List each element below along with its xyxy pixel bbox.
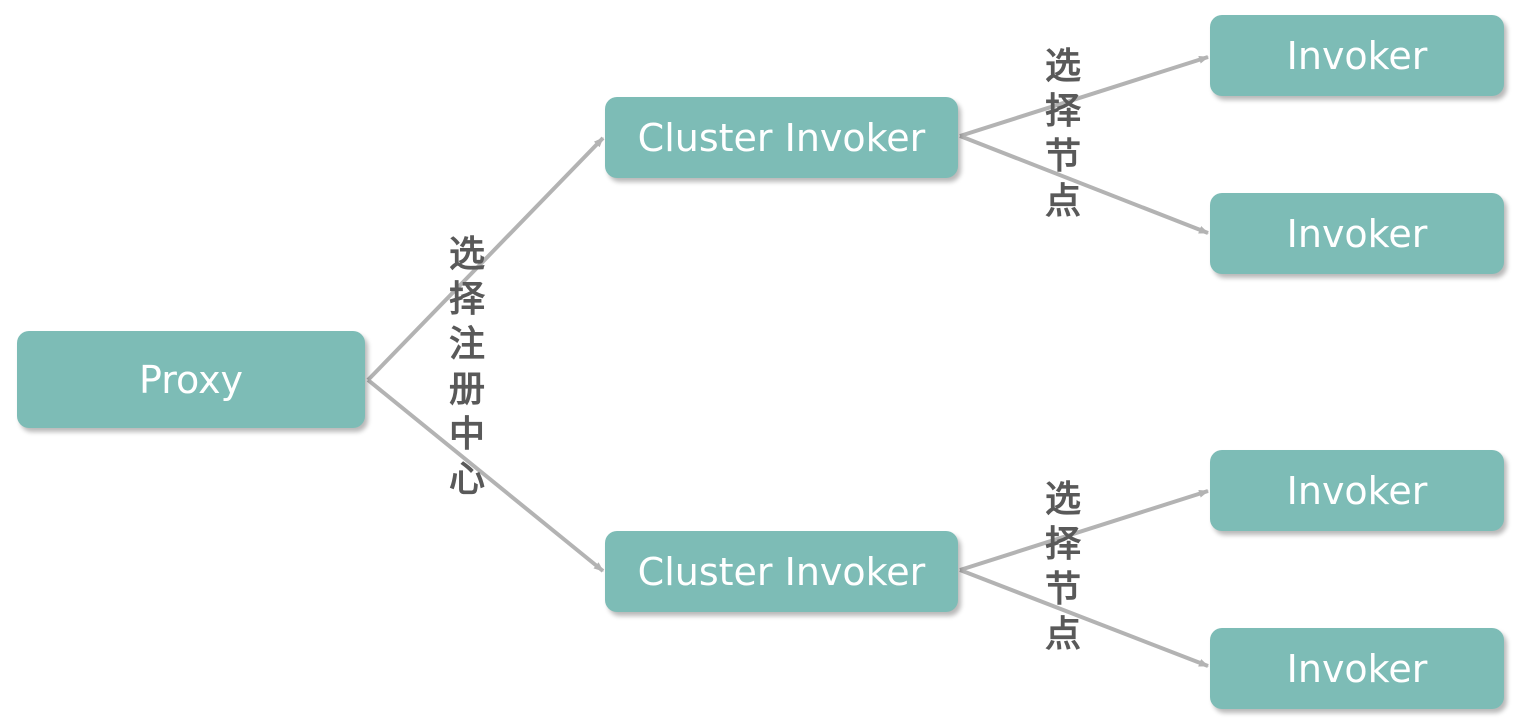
cluster-invoker-top-label: Cluster Invoker [637,115,926,160]
select-registry-label: 选择注册中心 [448,234,485,500]
cluster-invoker-bottom-label: Cluster Invoker [637,549,926,594]
invoker-3-label: Invoker [1286,468,1428,513]
proxy-node: Proxy [17,331,365,428]
invoker-node-2: Invoker [1210,193,1504,274]
cluster-invoker-node-top: Cluster Invoker [605,97,958,178]
invoker-node-1: Invoker [1210,15,1504,96]
arrow-cluster-top-to-invoker-2 [959,134,1209,235]
invoker-1-label: Invoker [1286,33,1428,78]
arrow-cluster-bottom-to-invoker-4 [959,568,1209,668]
select-node-label-bottom: 选择节点 [1044,479,1081,655]
invoker-4-label: Invoker [1286,646,1428,691]
arrow-proxy-to-cluster-top [366,136,605,382]
arrow-cluster-top-to-invoker-1 [959,55,1209,138]
invoker-node-4: Invoker [1210,628,1504,709]
cluster-invoker-node-bottom: Cluster Invoker [605,531,958,612]
invoker-2-label: Invoker [1286,211,1428,256]
select-node-label-top: 选择节点 [1044,46,1081,222]
proxy-node-label: Proxy [138,357,244,402]
arrow-proxy-to-cluster-bottom [366,378,605,573]
invoker-node-3: Invoker [1210,450,1504,531]
arrow-cluster-bottom-to-invoker-3 [959,489,1209,572]
